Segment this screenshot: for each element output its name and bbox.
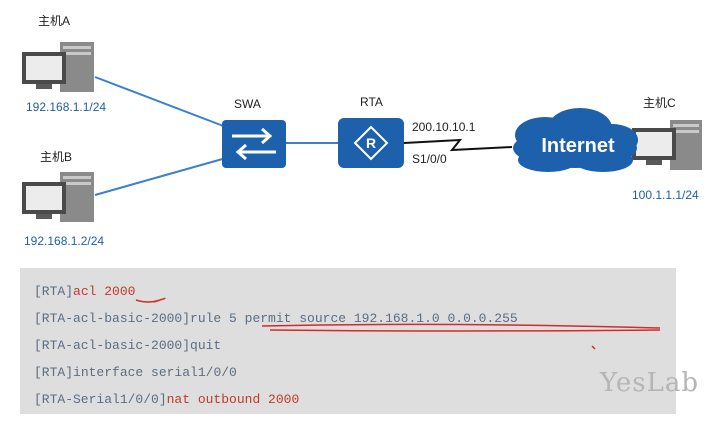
link-hostb-swa [94,157,227,196]
svg-text:R: R [366,135,376,151]
internet-label: Internet [541,135,615,157]
config-command: interface serial1/0/0 [73,365,237,380]
watermark: YesLab [600,368,700,398]
switch-name: SWA [234,97,261,111]
host-c-name: 主机C [643,96,676,110]
router-icon: R [338,118,404,168]
topology-diagram: R Internet [22,42,702,222]
serial-link [403,138,513,152]
host-c-ip: 100.1.1.1/24 [632,188,699,202]
mark-annotation [591,345,596,350]
underline-annotation [135,297,166,303]
config-prompt: [RTA] [34,365,74,380]
config-command: rule 5 permit source 192.168.1.0 0.0.0.2… [190,311,518,326]
config-line: [RTA-acl-basic-2000]rule 5 permit source… [34,311,518,326]
config-line: [RTA-acl-basic-2000]quit [34,338,221,353]
config-line: [RTA]interface serial1/0/0 [34,365,237,380]
underline-annotation [261,323,661,329]
config-prompt: [RTA-Serial1/0/0] [34,392,167,407]
config-line: [RTA]acl 2000 [34,284,135,299]
router-name: RTA [360,95,383,109]
computer-icon [632,120,702,170]
config-prompt: [RTA-acl-basic-2000] [34,338,191,353]
host-a-name: 主机A [38,14,71,28]
switch-icon [222,120,286,168]
config-command: nat outbound 2000 [166,392,300,407]
config-line: [RTA-Serial1/0/0]nat outbound 2000 [34,392,299,407]
config-command: acl 2000 [73,284,136,299]
red-annotations [135,297,661,350]
host-a-ip: 192.168.1.1/24 [26,100,107,114]
router-link-ip: 200.10.10.1 [412,120,476,134]
computer-icon [22,42,94,92]
link-hosta-swa [94,76,227,128]
computer-icon [22,172,94,222]
underline-annotation [269,329,661,332]
config-command: quit [190,338,222,353]
host-b-ip: 192.168.1.2/24 [24,234,105,248]
internet-cloud-icon: Internet [513,108,638,172]
host-b-name: 主机B [40,150,73,164]
router-link-interface: S1/0/0 [412,152,447,166]
config-block: [RTA]acl 2000 [RTA-acl-basic-2000]rule 5… [20,268,676,414]
config-prompt: [RTA-acl-basic-2000] [34,311,191,326]
config-prompt: [RTA] [34,284,74,299]
